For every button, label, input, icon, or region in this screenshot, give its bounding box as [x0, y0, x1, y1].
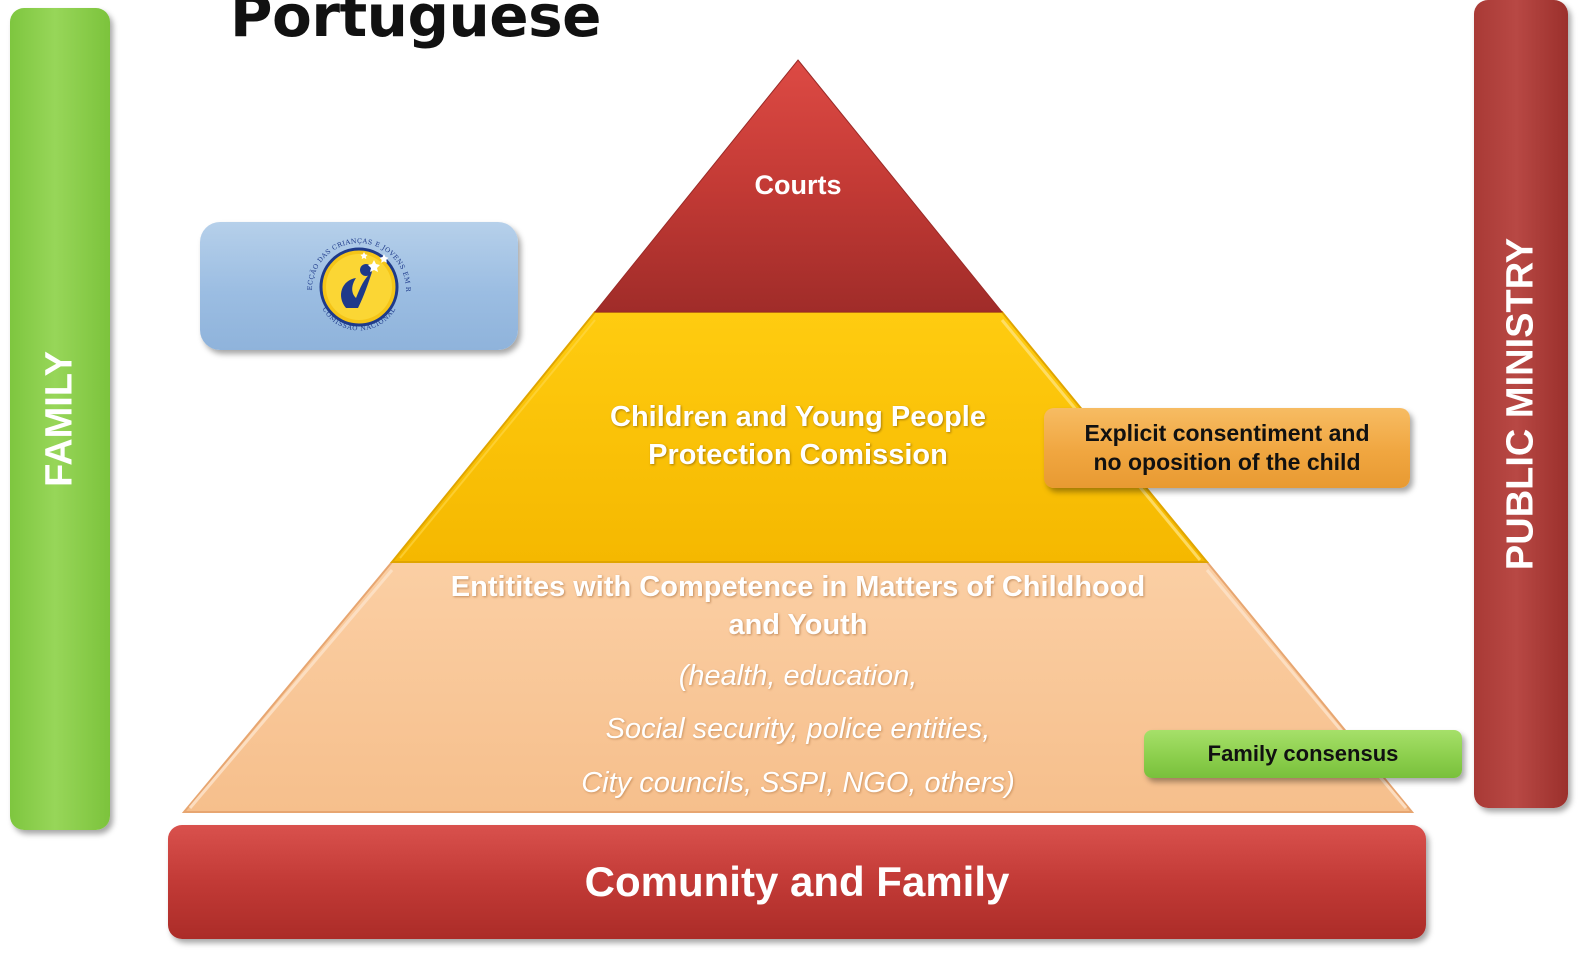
courts-label: Courts [754, 170, 842, 200]
public-ministry-bar: PUBLIC MINISTRY [1474, 0, 1568, 808]
national-commission-seal-icon: PROTECÇÃO DAS CRIANÇAS E JOVENS EM RISCO… [298, 226, 412, 332]
consent-callout: Explicit consentiment and no oposition o… [1044, 408, 1410, 488]
logo-box: PROTECÇÃO DAS CRIANÇAS E JOVENS EM RISCO… [200, 222, 518, 350]
pyramid-courts-tier [593, 59, 1004, 313]
page-title: Portuguese [230, 0, 601, 50]
commission-label-line1: Children and Young People [610, 401, 986, 433]
family-bar: FAMILY [10, 8, 110, 830]
entities-examples-line1: (health, education, [678, 660, 918, 692]
commission-label: Children and Young People Protection Com… [520, 398, 1076, 474]
community-family-label: Comunity and Family [584, 858, 1010, 905]
consent-callout-label: Explicit consentiment and no oposition o… [1084, 420, 1370, 475]
family-consensus-label: Family consensus [1207, 741, 1399, 766]
entities-title-line2: and Youth [728, 609, 868, 641]
family-consensus-callout: Family consensus [1144, 730, 1462, 778]
entities-title-line1: Entitites with Competence in Matters of … [450, 571, 1146, 603]
commission-label-line2: Protection Comission [648, 439, 948, 471]
entities-examples-line3: City councils, SSPI, NGO, others) [581, 767, 1015, 799]
entities-title: Entitites with Competence in Matters of … [380, 568, 1216, 644]
community-family-base: Comunity and Family [168, 825, 1426, 939]
entities-examples-line2: Social security, police entities, [605, 713, 991, 745]
